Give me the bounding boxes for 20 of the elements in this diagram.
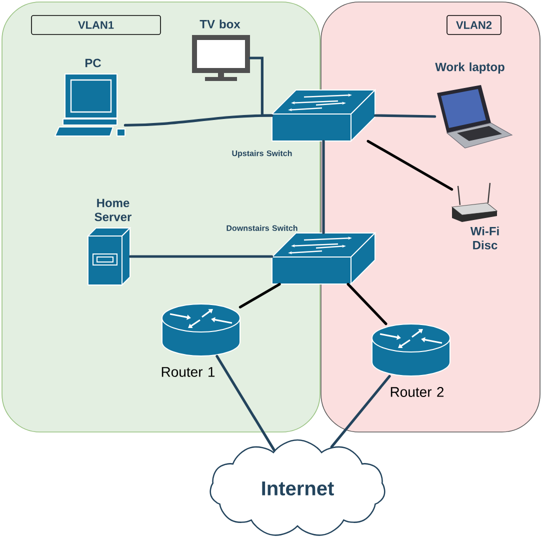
device-label: Downstairs Switch — [226, 225, 298, 231]
network-cable — [330, 374, 391, 448]
router-label: Router 1 — [162, 367, 215, 377]
network-cable — [346, 282, 388, 326]
device-label: TV box — [200, 20, 240, 28]
vlan-label: VLAN2 — [446, 15, 502, 35]
network-cable — [322, 140, 325, 234]
network-cable — [216, 354, 276, 452]
device-label: Work laptop — [435, 62, 504, 74]
device-label: Home Server — [94, 198, 132, 222]
network-cable — [248, 56, 274, 117]
router-label: Router 2 — [390, 387, 444, 397]
device-label: PC — [85, 58, 102, 68]
device-label: Upstairs Switch — [232, 150, 292, 158]
vlan-label: VLAN1 — [31, 15, 161, 35]
network-cable — [238, 282, 281, 308]
network-cable — [128, 255, 274, 258]
network-cable — [374, 114, 436, 118]
device-label: Wi-Fi Disc — [470, 226, 499, 250]
network-cable — [366, 140, 454, 191]
